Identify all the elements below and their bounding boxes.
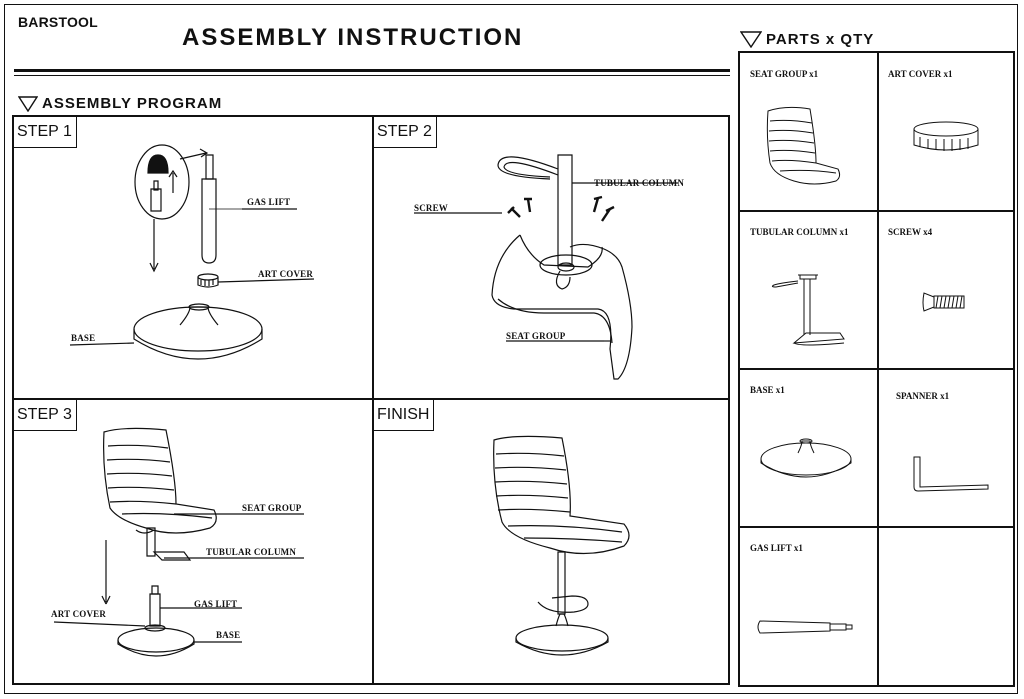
assembly-program-heading-text: ASSEMBLY PROGRAM <box>42 95 223 112</box>
part-label: SCREW x4 <box>888 227 933 237</box>
label-art-cover: ART COVER <box>258 269 314 279</box>
part-label: GAS LIFT x1 <box>750 543 803 553</box>
page-title: ASSEMBLY INSTRUCTION <box>182 24 524 51</box>
gas-lift-icon <box>740 527 877 685</box>
part-base: BASE x1 <box>740 369 877 526</box>
grid-divider-vertical <box>372 117 374 683</box>
step-3-illustration <box>14 400 372 685</box>
part-label: SEAT GROUP x1 <box>750 69 819 79</box>
label-tubular-column: TUBULAR COLUMN <box>594 178 685 188</box>
step-1-illustration <box>14 117 372 398</box>
step-2-illustration <box>374 117 730 398</box>
triangle-down-icon <box>18 95 38 112</box>
tubular-column-icon <box>740 211 877 368</box>
step-tag: STEP 1 <box>14 117 77 148</box>
label-tubular-column: TUBULAR COLUMN <box>206 547 297 557</box>
triangle-down-icon <box>740 31 762 48</box>
part-label: BASE x1 <box>750 385 785 395</box>
art-cover-icon <box>878 53 1015 210</box>
step-tag: STEP 3 <box>14 400 77 431</box>
part-seat-group: SEAT GROUP x1 <box>740 53 877 210</box>
part-tubular-column: TUBULAR COLUMN x1 <box>740 211 877 368</box>
label-art-cover: ART COVER <box>51 609 107 619</box>
assembly-steps-grid: STEP 1 <box>12 115 730 685</box>
label-gas-lift: GAS LIFT <box>247 197 291 207</box>
step-1-panel: STEP 1 <box>14 117 372 398</box>
part-art-cover: ART COVER x1 <box>878 53 1015 210</box>
grid-divider-horizontal <box>14 398 728 400</box>
part-gas-lift: GAS LIFT x1 <box>740 527 877 685</box>
part-label: TUBULAR COLUMN x1 <box>750 227 849 237</box>
label-seat-group: SEAT GROUP <box>506 331 566 341</box>
label-screw: SCREW <box>414 203 449 213</box>
seat-group-icon <box>740 53 877 210</box>
title-rule-thick <box>14 69 730 72</box>
finish-illustration <box>374 400 730 685</box>
label-base: BASE <box>71 333 96 343</box>
assembly-program-heading: ASSEMBLY PROGRAM <box>18 95 222 112</box>
parts-divider <box>740 368 1013 370</box>
brand-label: BARSTOOL <box>18 14 98 30</box>
page-frame <box>4 4 1018 694</box>
part-empty-cell <box>878 527 1015 685</box>
finish-panel: FINISH <box>374 400 730 685</box>
step-tag: STEP 2 <box>374 117 437 148</box>
part-label: ART COVER x1 <box>888 69 953 79</box>
step-tag: FINISH <box>374 400 435 431</box>
base-icon <box>740 369 877 526</box>
label-seat-group: SEAT GROUP <box>242 503 302 513</box>
step-2-panel: STEP 2 <box>374 117 730 398</box>
part-screw: SCREW x4 <box>878 211 1015 368</box>
parts-divider <box>740 526 1013 528</box>
parts-heading: PARTS x QTY <box>740 31 874 48</box>
parts-divider <box>740 210 1013 212</box>
parts-heading-text: PARTS x QTY <box>766 31 875 48</box>
part-label: SPANNER x1 <box>896 391 950 401</box>
parts-table: SEAT GROUP x1 ART COVER x1 TUBULAR COLUM… <box>738 51 1015 687</box>
step-3-panel: STEP 3 <box>14 400 372 685</box>
title-rule-thin <box>14 75 730 76</box>
screw-icon <box>878 211 1015 368</box>
label-gas-lift: GAS LIFT <box>194 599 238 609</box>
spanner-icon <box>878 369 1015 526</box>
part-spanner: SPANNER x1 <box>878 369 1015 526</box>
label-base: BASE <box>216 630 241 640</box>
